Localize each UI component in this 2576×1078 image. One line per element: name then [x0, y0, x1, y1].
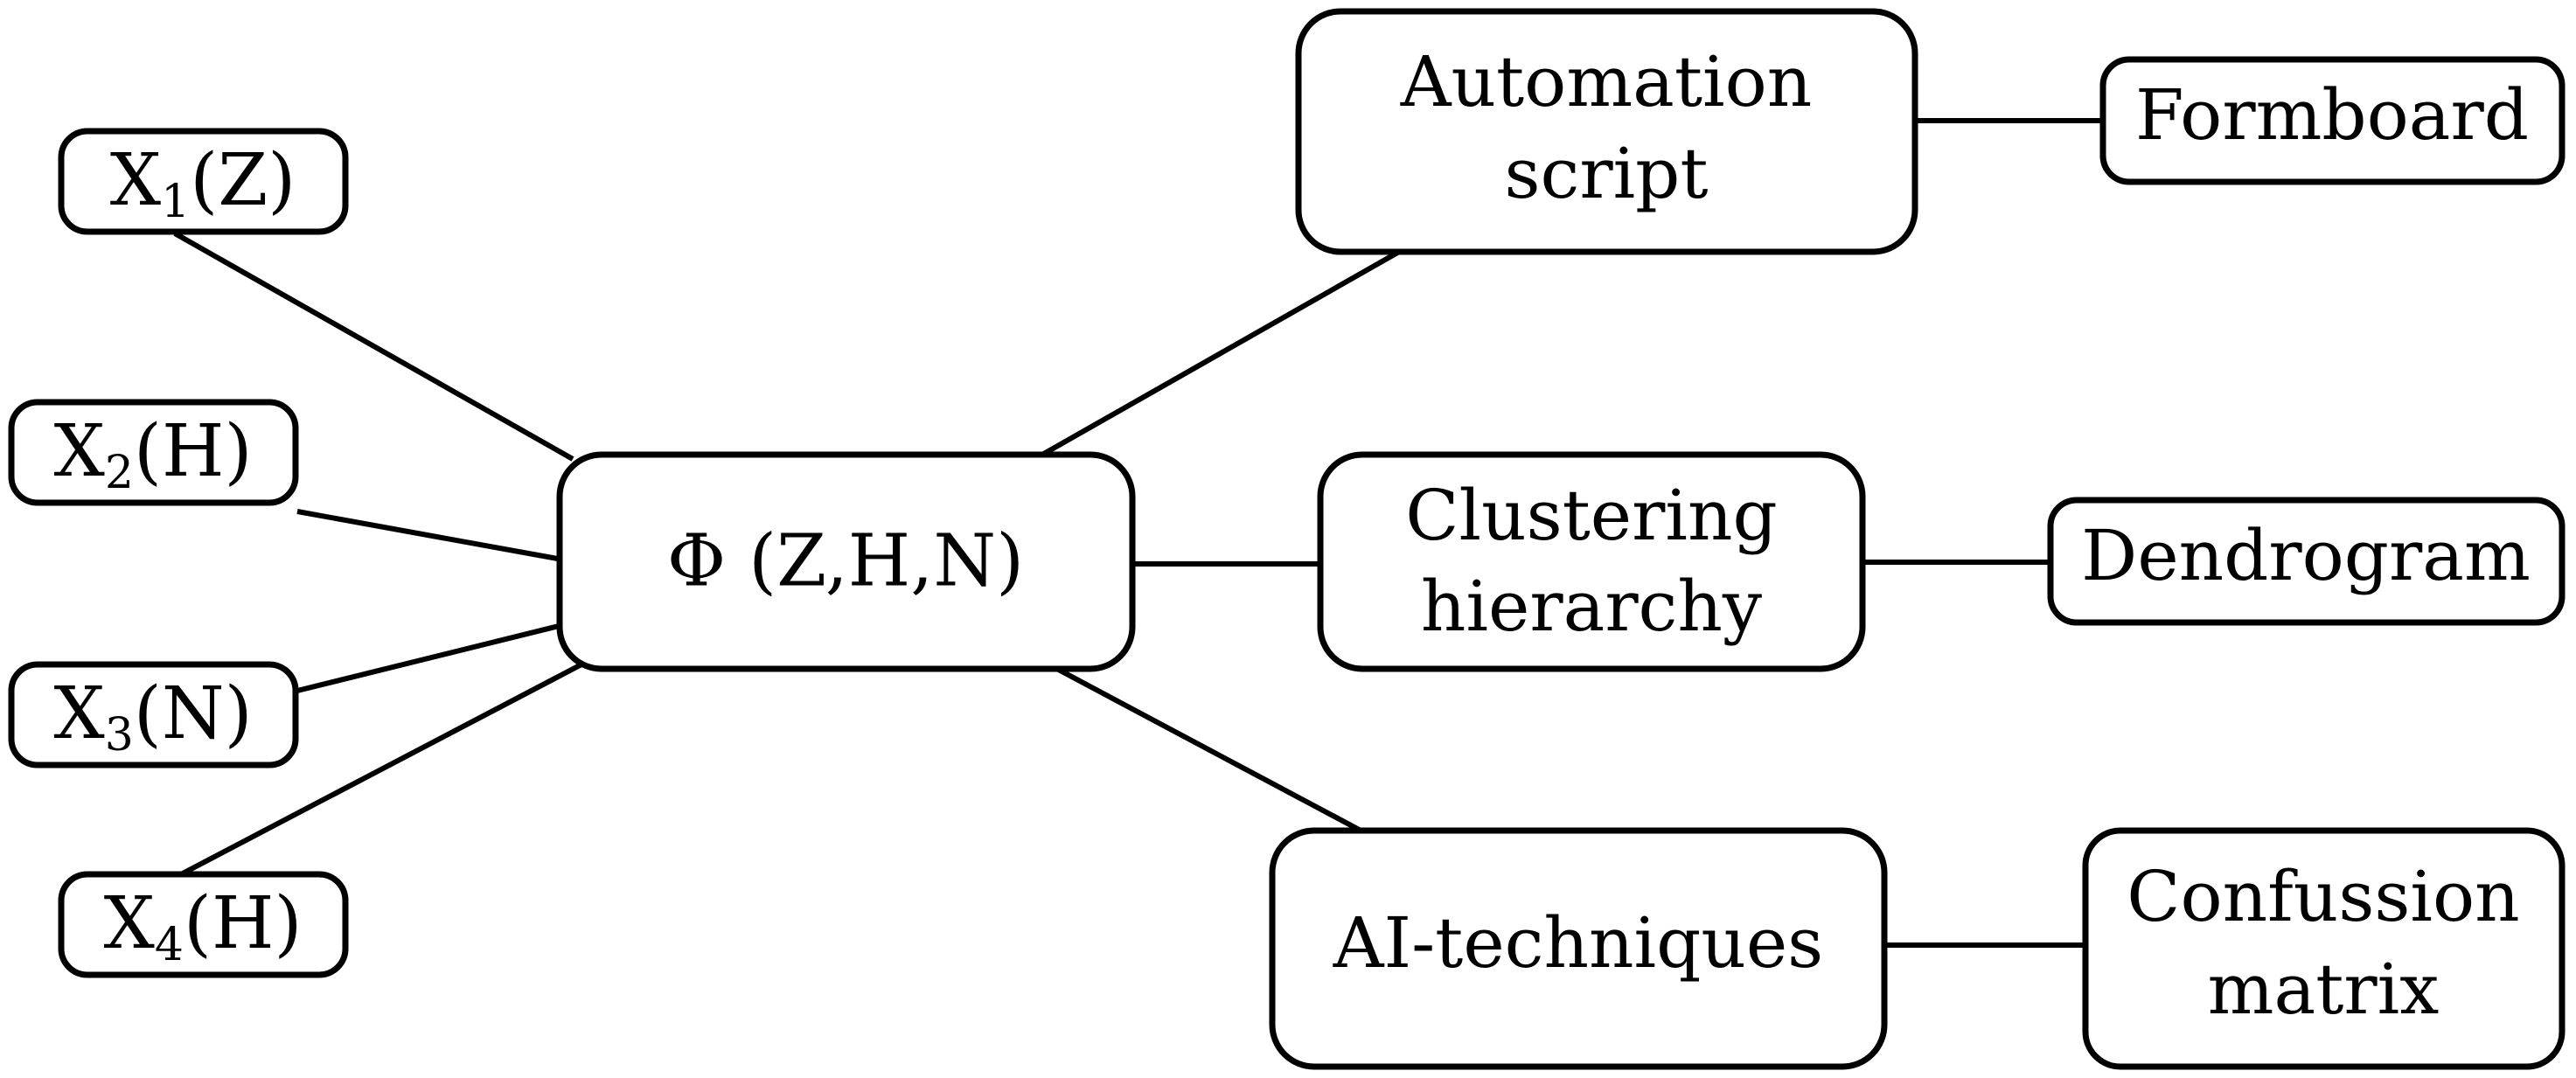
edge-x2-to-phi — [296, 509, 563, 562]
node-formboard[interactable]: Formboard — [2099, 56, 2566, 185]
node-clustering-hierarchy-label-line2: hierarchy — [1421, 566, 1762, 647]
node-automation-script-box[interactable] — [1295, 8, 1918, 255]
node-x2-box[interactable] — [8, 399, 299, 506]
node-x4-label: X4(H) — [104, 882, 303, 971]
node-clustering-hierarchy-box[interactable] — [1317, 451, 1866, 672]
node-x3-label: X3(N) — [53, 672, 252, 762]
node-confussion-matrix-label-line2: matrix — [2208, 949, 2440, 1030]
node-clustering-hierarchy[interactable]: Clustering hierarchy — [1317, 451, 1866, 672]
node-automation-script-label-line1: Automation — [1400, 41, 1813, 122]
node-ai-techniques-box[interactable] — [1269, 827, 1888, 1070]
node-phi[interactable]: Φ (Z,H,N) — [556, 451, 1136, 672]
node-x4[interactable]: X4(H) — [58, 871, 349, 978]
node-dendrogram-label: Dendrogram — [2081, 515, 2531, 596]
node-x2-label: X2(H) — [54, 410, 253, 499]
node-dendrogram-box[interactable] — [2047, 497, 2566, 626]
edge-x3-to-phi — [296, 622, 563, 693]
node-phi-box[interactable] — [556, 451, 1136, 672]
node-confussion-matrix-label-line1: Confussion — [2127, 856, 2519, 937]
node-dendrogram[interactable]: Dendrogram — [2047, 497, 2566, 626]
edge-x1-to-phi — [173, 231, 574, 462]
node-x3-box[interactable] — [8, 661, 299, 769]
node-x1-box[interactable] — [58, 128, 349, 235]
node-automation-script-label-line2: script — [1504, 133, 1708, 214]
node-formboard-label: Formboard — [2135, 74, 2529, 156]
node-phi-label: Φ (Z,H,N) — [667, 520, 1024, 603]
node-x1-label: X1(Z) — [110, 139, 296, 228]
edge-x4-to-phi — [179, 662, 583, 877]
node-ai-techniques-label: AI-techniques — [1333, 902, 1823, 984]
node-x2[interactable]: X2(H) — [8, 399, 299, 506]
edge-group — [173, 118, 2106, 948]
node-formboard-box[interactable] — [2099, 56, 2566, 185]
node-clustering-hierarchy-label-line1: Clustering — [1405, 475, 1777, 556]
node-x3[interactable]: X3(N) — [8, 661, 299, 769]
node-x1[interactable]: X1(Z) — [58, 128, 349, 235]
node-automation-script[interactable]: Automation script — [1295, 8, 1918, 255]
node-x4-box[interactable] — [58, 871, 349, 978]
node-confussion-matrix[interactable]: Confussion matrix — [2082, 827, 2566, 1070]
edge-phi-to-automation-script — [1041, 249, 1401, 457]
edge-phi-to-ai-techniques — [1052, 664, 1366, 835]
node-confussion-matrix-box[interactable] — [2082, 827, 2566, 1070]
node-ai-techniques[interactable]: AI-techniques — [1269, 827, 1888, 1070]
